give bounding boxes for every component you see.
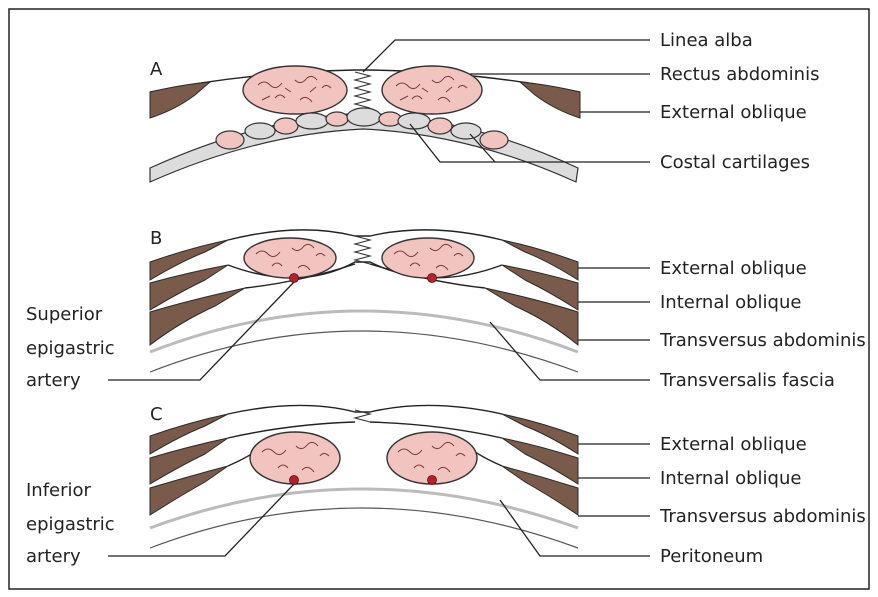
- panel-c-inferior-epigastric-artery-right: [428, 476, 437, 485]
- label-linea-alba: Linea alba: [660, 30, 753, 51]
- panel-b-rectus-left: [244, 238, 336, 278]
- panel-a-external-oblique-right: [520, 82, 580, 118]
- cartilage-node: [398, 113, 430, 129]
- label-internal-oblique-b: Internal oblique: [660, 292, 801, 313]
- label-transversus-c: Transversus abdominis: [659, 506, 866, 527]
- panel-a-rectus-left: [243, 66, 347, 114]
- panel-b-superior-epigastric-artery-right: [428, 274, 437, 283]
- label-external-oblique-c: External oblique: [660, 434, 807, 455]
- panel-c-letter: C: [150, 404, 163, 425]
- label-inferior-epigastric-line1: Inferior: [26, 480, 92, 501]
- panel-b-linea-alba: [355, 236, 370, 264]
- label-transversalis-fascia: Transversalis fascia: [659, 370, 835, 391]
- cartilage-node: [480, 131, 508, 149]
- cartilage-node: [274, 118, 298, 134]
- label-external-oblique-a: External oblique: [660, 102, 807, 123]
- cartilage-node: [296, 113, 328, 129]
- panel-b: B External oblique Internal o: [26, 228, 866, 391]
- panel-a-letter: A: [150, 59, 163, 80]
- label-superior-epigastric-line2: epigastric: [26, 338, 115, 359]
- label-peritoneum: Peritoneum: [660, 546, 763, 567]
- cartilage-node: [245, 123, 275, 139]
- panel-a-rectus-right: [382, 66, 482, 114]
- panel-c: C External oblique Internal o: [26, 404, 866, 567]
- cartilage-node: [326, 112, 348, 126]
- panel-b-superior-epigastric-artery-left: [290, 274, 299, 283]
- label-external-oblique-b: External oblique: [660, 258, 807, 279]
- panel-a: A: [150, 30, 819, 182]
- cartilage-node: [451, 123, 481, 139]
- cartilage-node: [379, 112, 401, 126]
- leader-superior-epigastric: [108, 282, 294, 380]
- panel-b-letter: B: [150, 228, 162, 249]
- label-inferior-epigastric-line3: artery: [26, 546, 81, 567]
- panel-a-outer-fascia: [150, 70, 580, 92]
- label-inferior-epigastric-line2: epigastric: [26, 514, 115, 535]
- label-superior-epigastric-line1: Superior: [26, 304, 103, 325]
- panel-c-sheath-2: [228, 422, 502, 438]
- panel-c-peritoneum: [150, 508, 578, 548]
- cartilage-node: [347, 108, 381, 126]
- leader-linea-alba: [363, 40, 650, 72]
- label-superior-epigastric-line3: artery: [26, 370, 81, 391]
- label-rectus-abdominis: Rectus abdominis: [660, 64, 819, 85]
- panel-a-linea-alba: [355, 72, 370, 108]
- label-internal-oblique-c: Internal oblique: [660, 468, 801, 489]
- cartilage-node: [428, 118, 452, 134]
- panel-b-rectus-right: [382, 238, 474, 278]
- cartilage-node: [216, 131, 244, 149]
- panel-a-external-oblique-left: [150, 82, 210, 118]
- leader-inferior-epigastric: [108, 484, 294, 556]
- label-transversus-b: Transversus abdominis: [659, 330, 866, 351]
- panel-c-inferior-epigastric-artery-left: [290, 476, 299, 485]
- label-costal-cartilages: Costal cartilages: [660, 152, 810, 173]
